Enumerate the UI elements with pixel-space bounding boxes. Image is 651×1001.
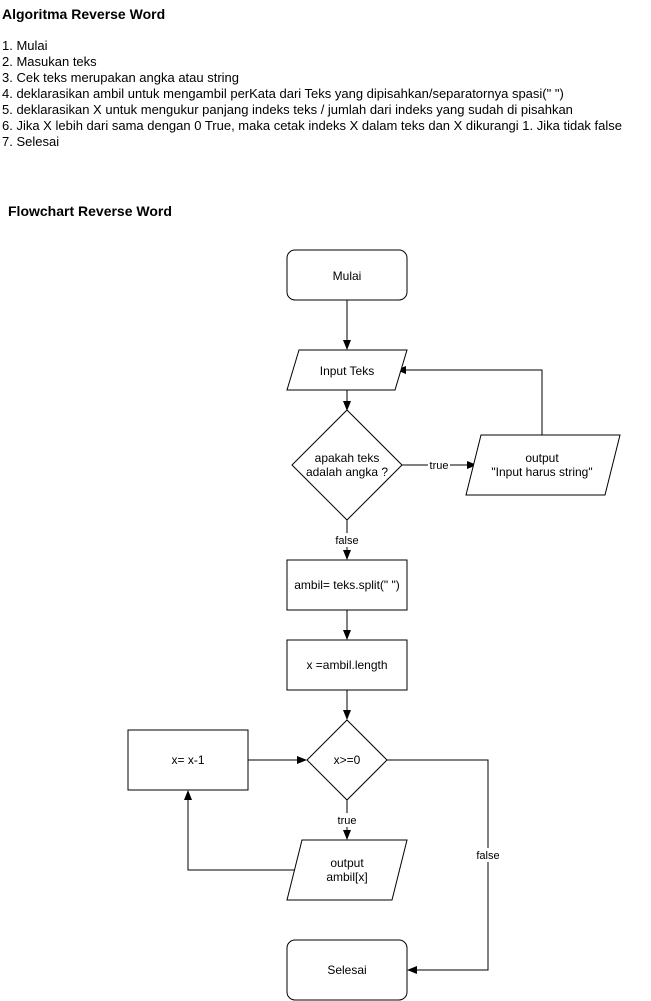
- algorithm-step: 1. Mulai: [2, 38, 48, 53]
- decision-number-label-line2: adalah angka ?: [306, 465, 388, 479]
- end-node: [286, 939, 408, 1001]
- input-node: [286, 349, 408, 391]
- algorithm-step: 4. deklarasikan ambil untuk mengambil pe…: [2, 86, 564, 101]
- algorithm-step: 5. deklarasikan X untuk mengukur panjang…: [2, 102, 573, 117]
- output-error-label-line2: "Input harus string": [491, 465, 592, 479]
- edge-label-loop-true: true: [338, 815, 357, 827]
- output-error-label-line1: output: [525, 451, 559, 465]
- edge-output-back-to-input: [396, 366, 543, 435]
- decision-number-node: [291, 409, 403, 521]
- start-node: [286, 249, 408, 301]
- flowchart-title: Flowchart Reverse Word: [8, 203, 172, 219]
- length-node-label: x =ambil.length: [306, 658, 387, 672]
- output-word-label-line1: output: [330, 856, 364, 870]
- decision-loop-label: x>=0: [334, 753, 361, 767]
- algorithm-step: 6. Jika X lebih dari sama dengan 0 True,…: [2, 118, 623, 133]
- output-word-node: [286, 839, 408, 901]
- output-error-node: [465, 434, 621, 496]
- start-node-label: Mulai: [333, 269, 362, 283]
- output-word-label-line2: ambil[x]: [326, 870, 367, 884]
- decision-number-label-line1: apakah teks: [315, 451, 380, 465]
- input-node-label: Input Teks: [320, 364, 374, 378]
- algorithm-step: 3. Cek teks merupakan angka atau string: [2, 70, 240, 85]
- algorithm-steps: 1. Mulai 2. Masukan teks 3. Cek teks mer…: [2, 38, 648, 150]
- algorithm-step: 7. Selesai: [2, 134, 60, 149]
- end-node-label: Selesai: [327, 963, 366, 977]
- edge-label-number-false: false: [335, 535, 358, 547]
- algorithm-title: Algoritma Reverse Word: [2, 6, 166, 22]
- length-node: [286, 639, 408, 691]
- decision-loop-node: [306, 719, 388, 801]
- edge-label-loop-false: false: [476, 850, 499, 862]
- edge-loop-false-to-end: [387, 759, 489, 974]
- split-node-label: ambil= teks.split(" "): [294, 578, 400, 592]
- algorithm-step: 2. Masukan teks: [2, 54, 97, 69]
- decrement-node-label: x= x-1: [171, 753, 204, 767]
- split-node: [286, 559, 408, 611]
- edge-label-number-true: true: [430, 460, 449, 472]
- edge-output-to-decrement: [184, 790, 299, 871]
- decrement-node: [127, 729, 249, 791]
